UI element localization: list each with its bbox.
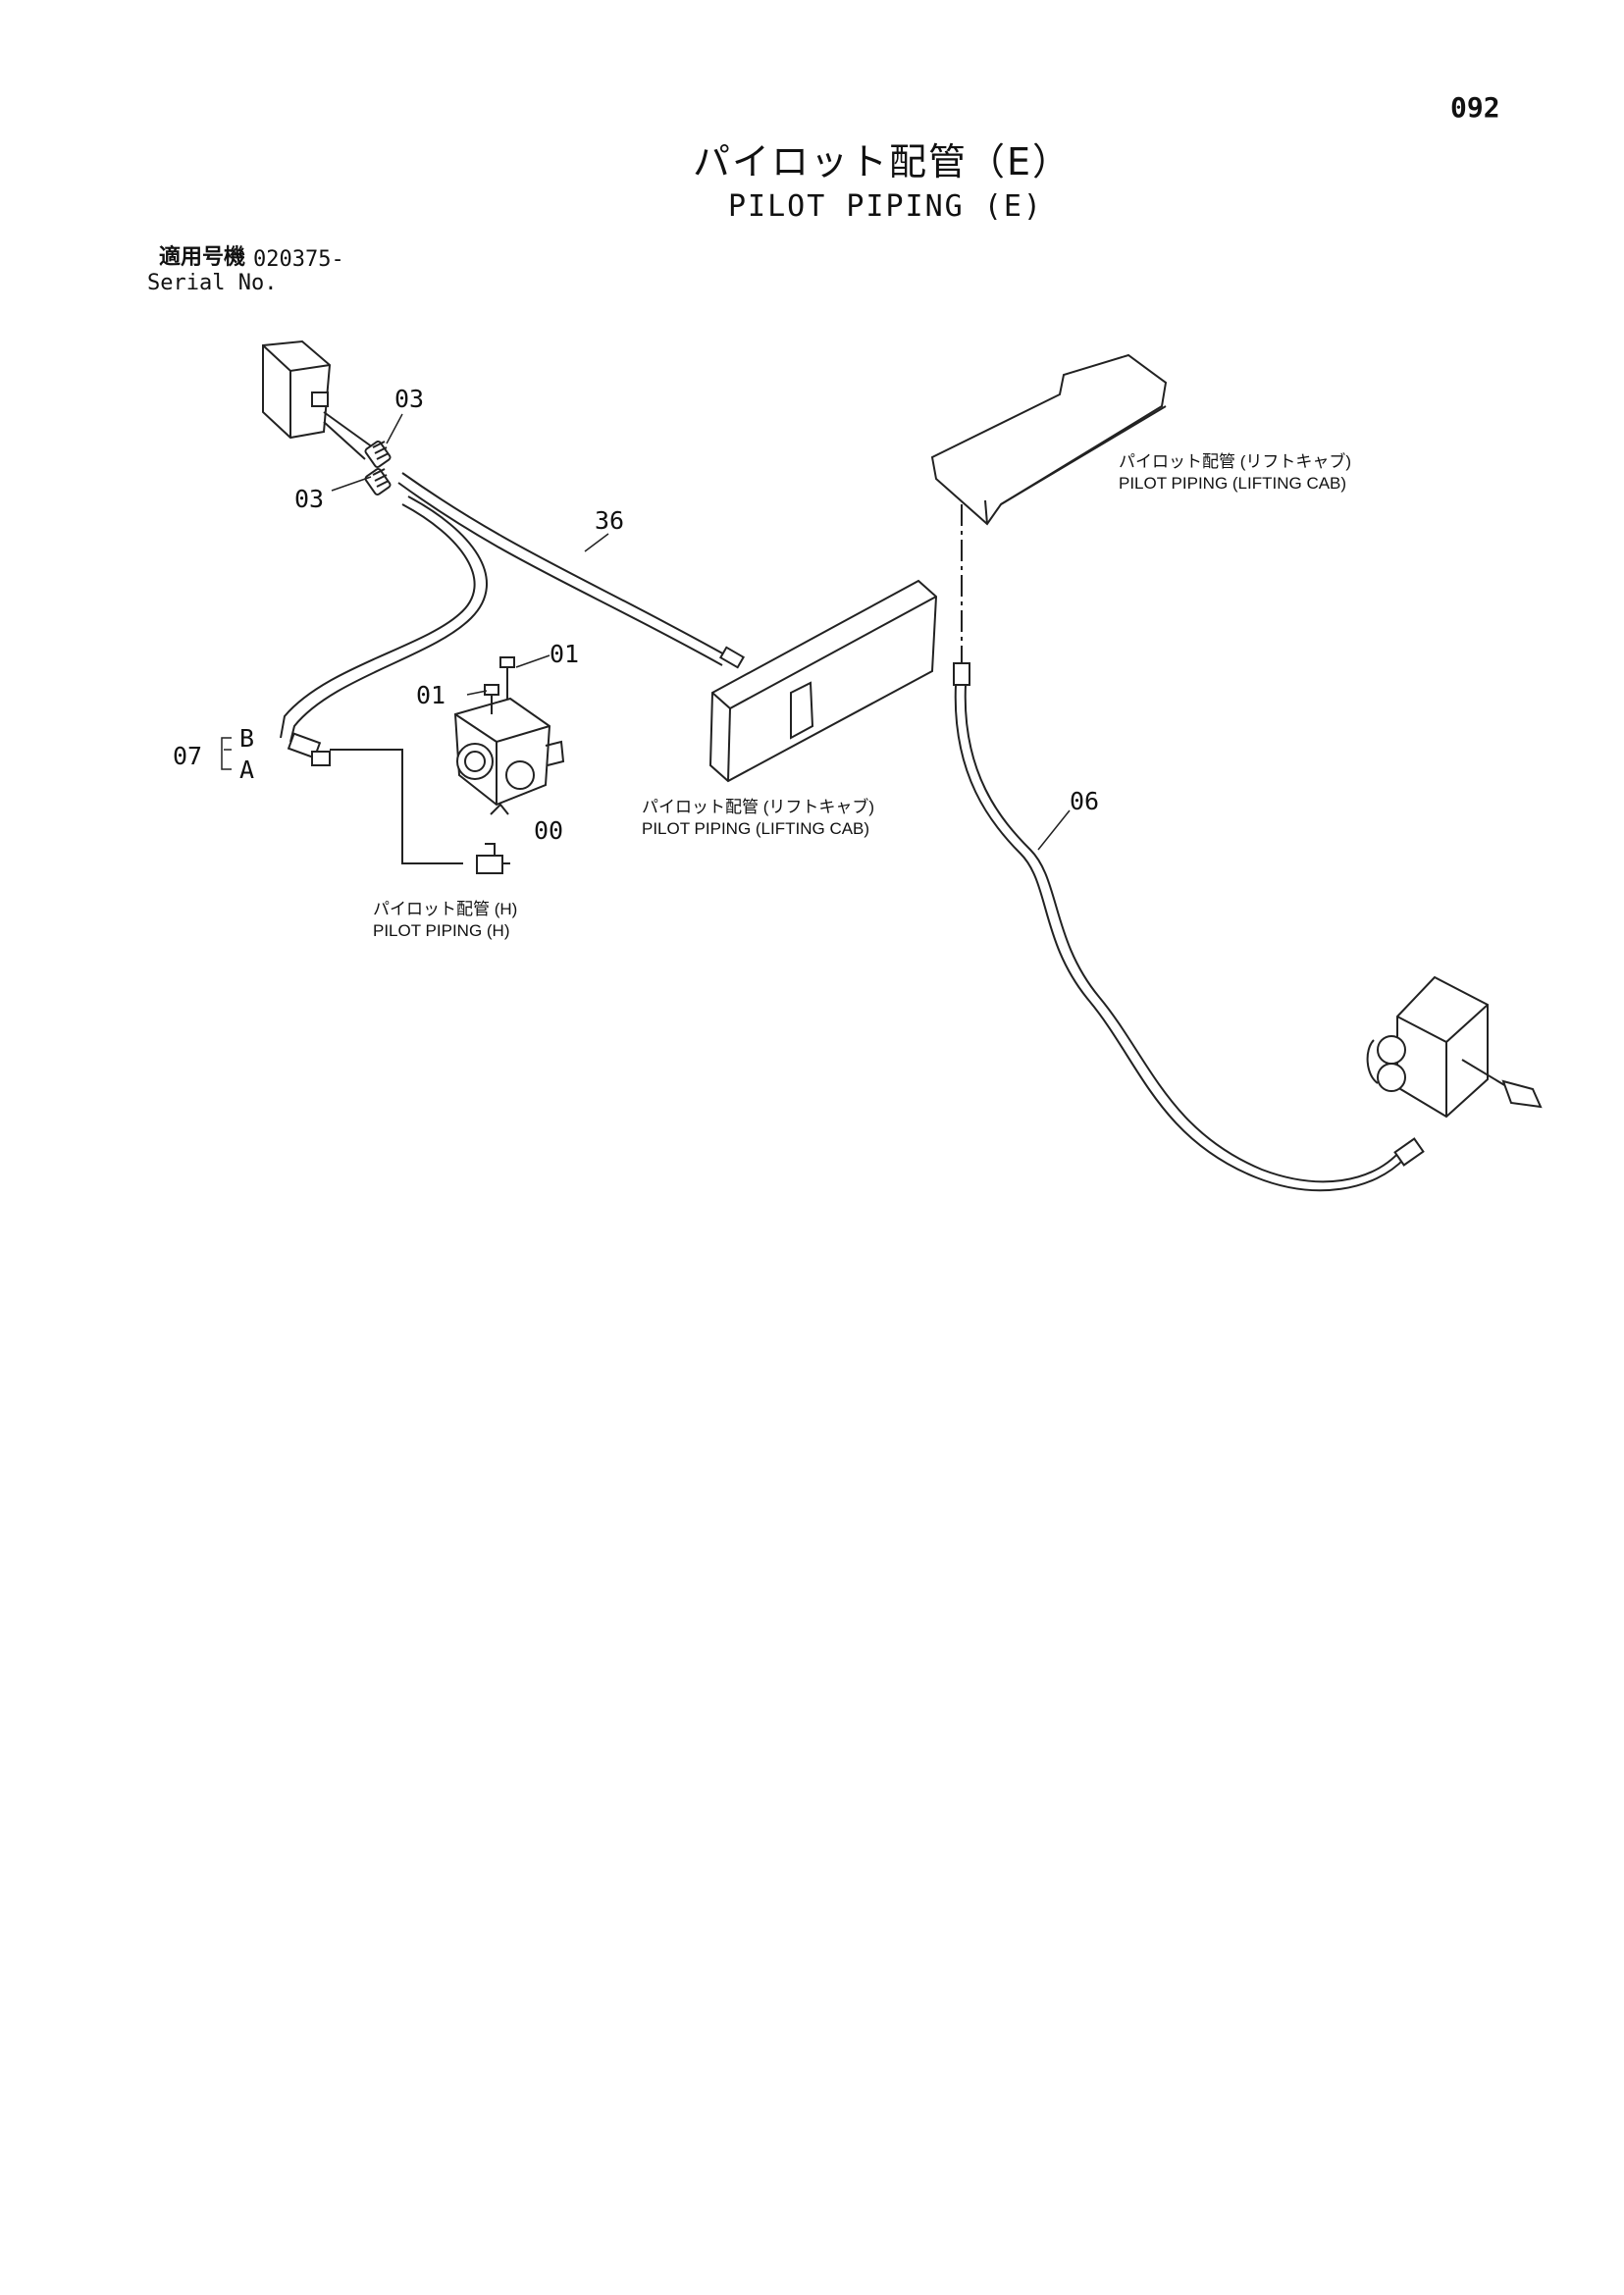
fitting-03-lower <box>364 468 392 496</box>
page-number: 092 <box>1450 91 1500 124</box>
ref-pilot-h-ja: パイロット配管 (H) <box>373 900 518 918</box>
callout-01-left: 01 <box>416 681 446 709</box>
bracket-07 <box>221 737 232 770</box>
valve-block-top-left <box>262 339 374 460</box>
ref-lifting-cab-upper-en: PILOT PIPING (LIFTING CAB) <box>1119 474 1347 493</box>
manifold-middle <box>708 579 938 783</box>
callout-07: 07 <box>173 742 203 770</box>
callout-03-upper: 03 <box>394 385 425 413</box>
callout-01-upper: 01 <box>550 640 580 668</box>
ref-lifting-cab-mid-ja: パイロット配管 (リフトキャブ) <box>642 798 875 816</box>
serial-label-english: Serial No. <box>147 271 278 295</box>
serial-label-japanese: 適用号機 <box>159 245 246 270</box>
callout-03-lower: 03 <box>294 485 325 513</box>
ref-lifting-cab-mid-en: PILOT PIPING (LIFTING CAB) <box>642 819 870 838</box>
pilot-valve-00 <box>453 697 565 815</box>
ref-lifting-cab-upper-ja: パイロット配管 (リフトキャブ) <box>1119 452 1352 471</box>
ref-pilot-h-en: PILOT PIPING (H) <box>373 921 510 940</box>
leader-lines <box>224 413 1071 851</box>
bolt-01-left <box>484 684 499 714</box>
switch-block-right <box>1366 975 1543 1119</box>
manifold-upper <box>930 353 1168 526</box>
hose-06 <box>953 504 1425 1192</box>
page-title-english: PILOT PIPING (E) <box>728 189 1043 224</box>
bolt-01-top <box>499 656 515 699</box>
callout-00: 00 <box>534 816 564 845</box>
port-a-label: A <box>239 756 255 784</box>
tee-fitting-h <box>330 749 510 874</box>
page-title-japanese: パイロット配管（E） <box>693 140 1073 183</box>
hose-07 <box>280 496 488 766</box>
port-b-label: B <box>239 724 255 753</box>
fitting-03-upper <box>364 441 392 468</box>
hose-36 <box>397 472 746 669</box>
callout-06: 06 <box>1070 787 1100 815</box>
serial-number-value: 020375- <box>253 247 344 272</box>
callout-36: 36 <box>595 506 625 535</box>
